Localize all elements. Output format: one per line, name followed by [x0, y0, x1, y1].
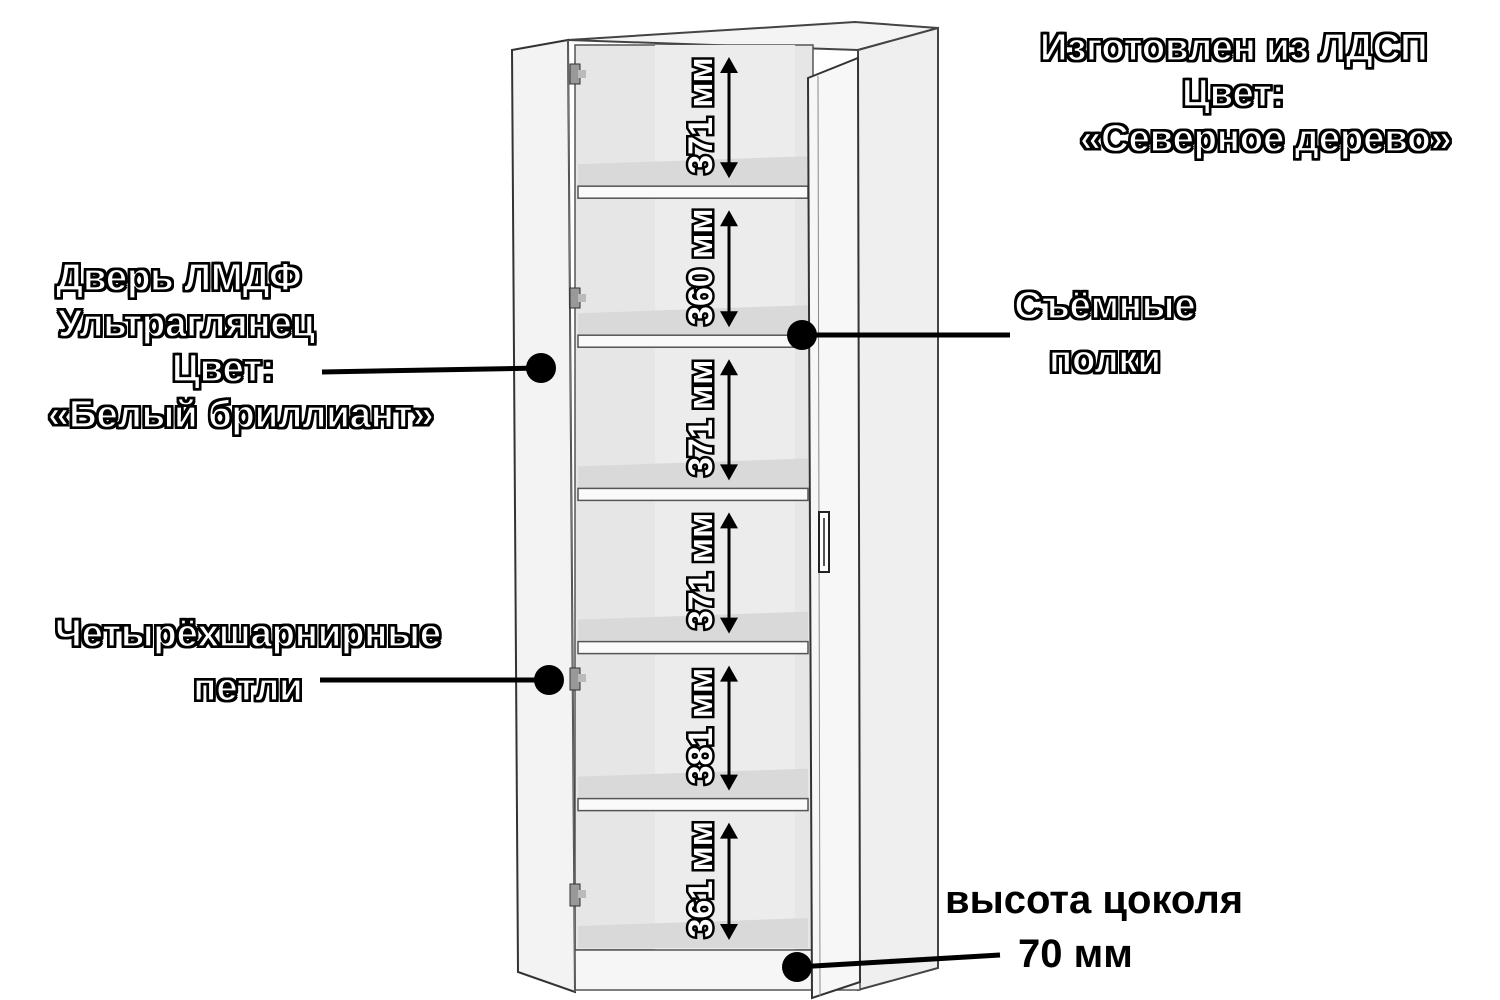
plinth-line-2: 70 мм: [1018, 932, 1133, 976]
material-line-1: Изготовлен из ЛДСП: [1039, 26, 1428, 69]
shelves-line-1: Съёмные: [1014, 284, 1196, 327]
compartment-height-label: 371 мм: [682, 360, 720, 476]
door-line-4: «Белый бриллиант»: [47, 393, 434, 436]
hinges-line-1: Четырёхшарнирные: [54, 612, 441, 655]
left-door: [510, 38, 577, 994]
compartment-height-label: 361 мм: [682, 821, 720, 937]
left-door-edge: [567, 39, 576, 993]
arrow-up-icon: [720, 359, 738, 376]
arrow-up-icon: [720, 512, 738, 529]
shelf-board: [577, 334, 809, 348]
door-line-1: Дверь ЛМДФ: [55, 256, 302, 299]
compartment-floor: [578, 305, 808, 336]
compartment-height-label: 371 мм: [682, 513, 720, 629]
door-line-3: Цвет:: [171, 348, 275, 391]
arrow-down-icon: [720, 617, 738, 634]
material-line-3: «Северное дерево»: [1079, 118, 1452, 161]
hinges-label: Четырёхшарнирные петли: [38, 612, 458, 711]
shelf-board: [577, 487, 809, 502]
door-handle-icon: [818, 511, 830, 573]
material-label: Изготовлен из ЛДСП Цвет: «Северное дерев…: [1039, 26, 1452, 163]
cabinet-right-side: [857, 26, 939, 992]
compartment-height-label: 371 мм: [682, 57, 720, 173]
compartment-floor: [578, 458, 808, 489]
leader-plinth: [782, 952, 1001, 982]
arrow-up-icon: [720, 210, 738, 227]
leader-shelves: [787, 320, 1010, 350]
arrow-up-icon: [720, 57, 738, 73]
compartment-height-label: 360 мм: [682, 208, 720, 324]
leader-hinges: [320, 665, 564, 695]
compartment-height-label: 381 мм: [682, 668, 720, 784]
arrow-down-icon: [720, 774, 738, 791]
hinges-line-2: петли: [193, 666, 304, 709]
hinge-icon: [569, 287, 586, 309]
compartment-floor: [578, 611, 808, 642]
leader-door: [321, 353, 556, 383]
door-line-2: Ультраглянец: [57, 302, 316, 345]
shelves-line-2: полки: [1048, 338, 1161, 381]
arrow-down-icon: [720, 311, 738, 328]
shelf-board: [577, 185, 809, 199]
arrow-down-icon: [720, 162, 738, 179]
arrow-down-icon: [720, 464, 738, 481]
arrow-up-icon: [720, 665, 738, 682]
plinth-line-1: высота цоколя: [945, 878, 1244, 922]
compartment-floor: [578, 918, 808, 948]
compartment-floor: [578, 768, 808, 799]
hinge-icon: [569, 63, 586, 85]
arrow-down-icon: [720, 924, 738, 940]
shelves-group: [577, 156, 809, 948]
arrow-up-icon: [720, 822, 738, 839]
shelf-board: [577, 640, 809, 655]
material-line-2: Цвет:: [1181, 72, 1285, 115]
right-door: [806, 56, 862, 1000]
compartment-floor: [578, 156, 808, 187]
dimension-arrows: 371 мм 360 мм 371 мм 371 мм 381 мм 361 мм: [680, 55, 738, 940]
door-label: Дверь ЛМДФ Ультраглянец Цвет: «Белый бри…: [40, 256, 434, 438]
hinge-icon: [569, 883, 586, 907]
shelf-board: [577, 797, 809, 812]
hinge-icon: [569, 667, 586, 691]
shelves-label: Съёмные полки: [1000, 284, 1210, 383]
